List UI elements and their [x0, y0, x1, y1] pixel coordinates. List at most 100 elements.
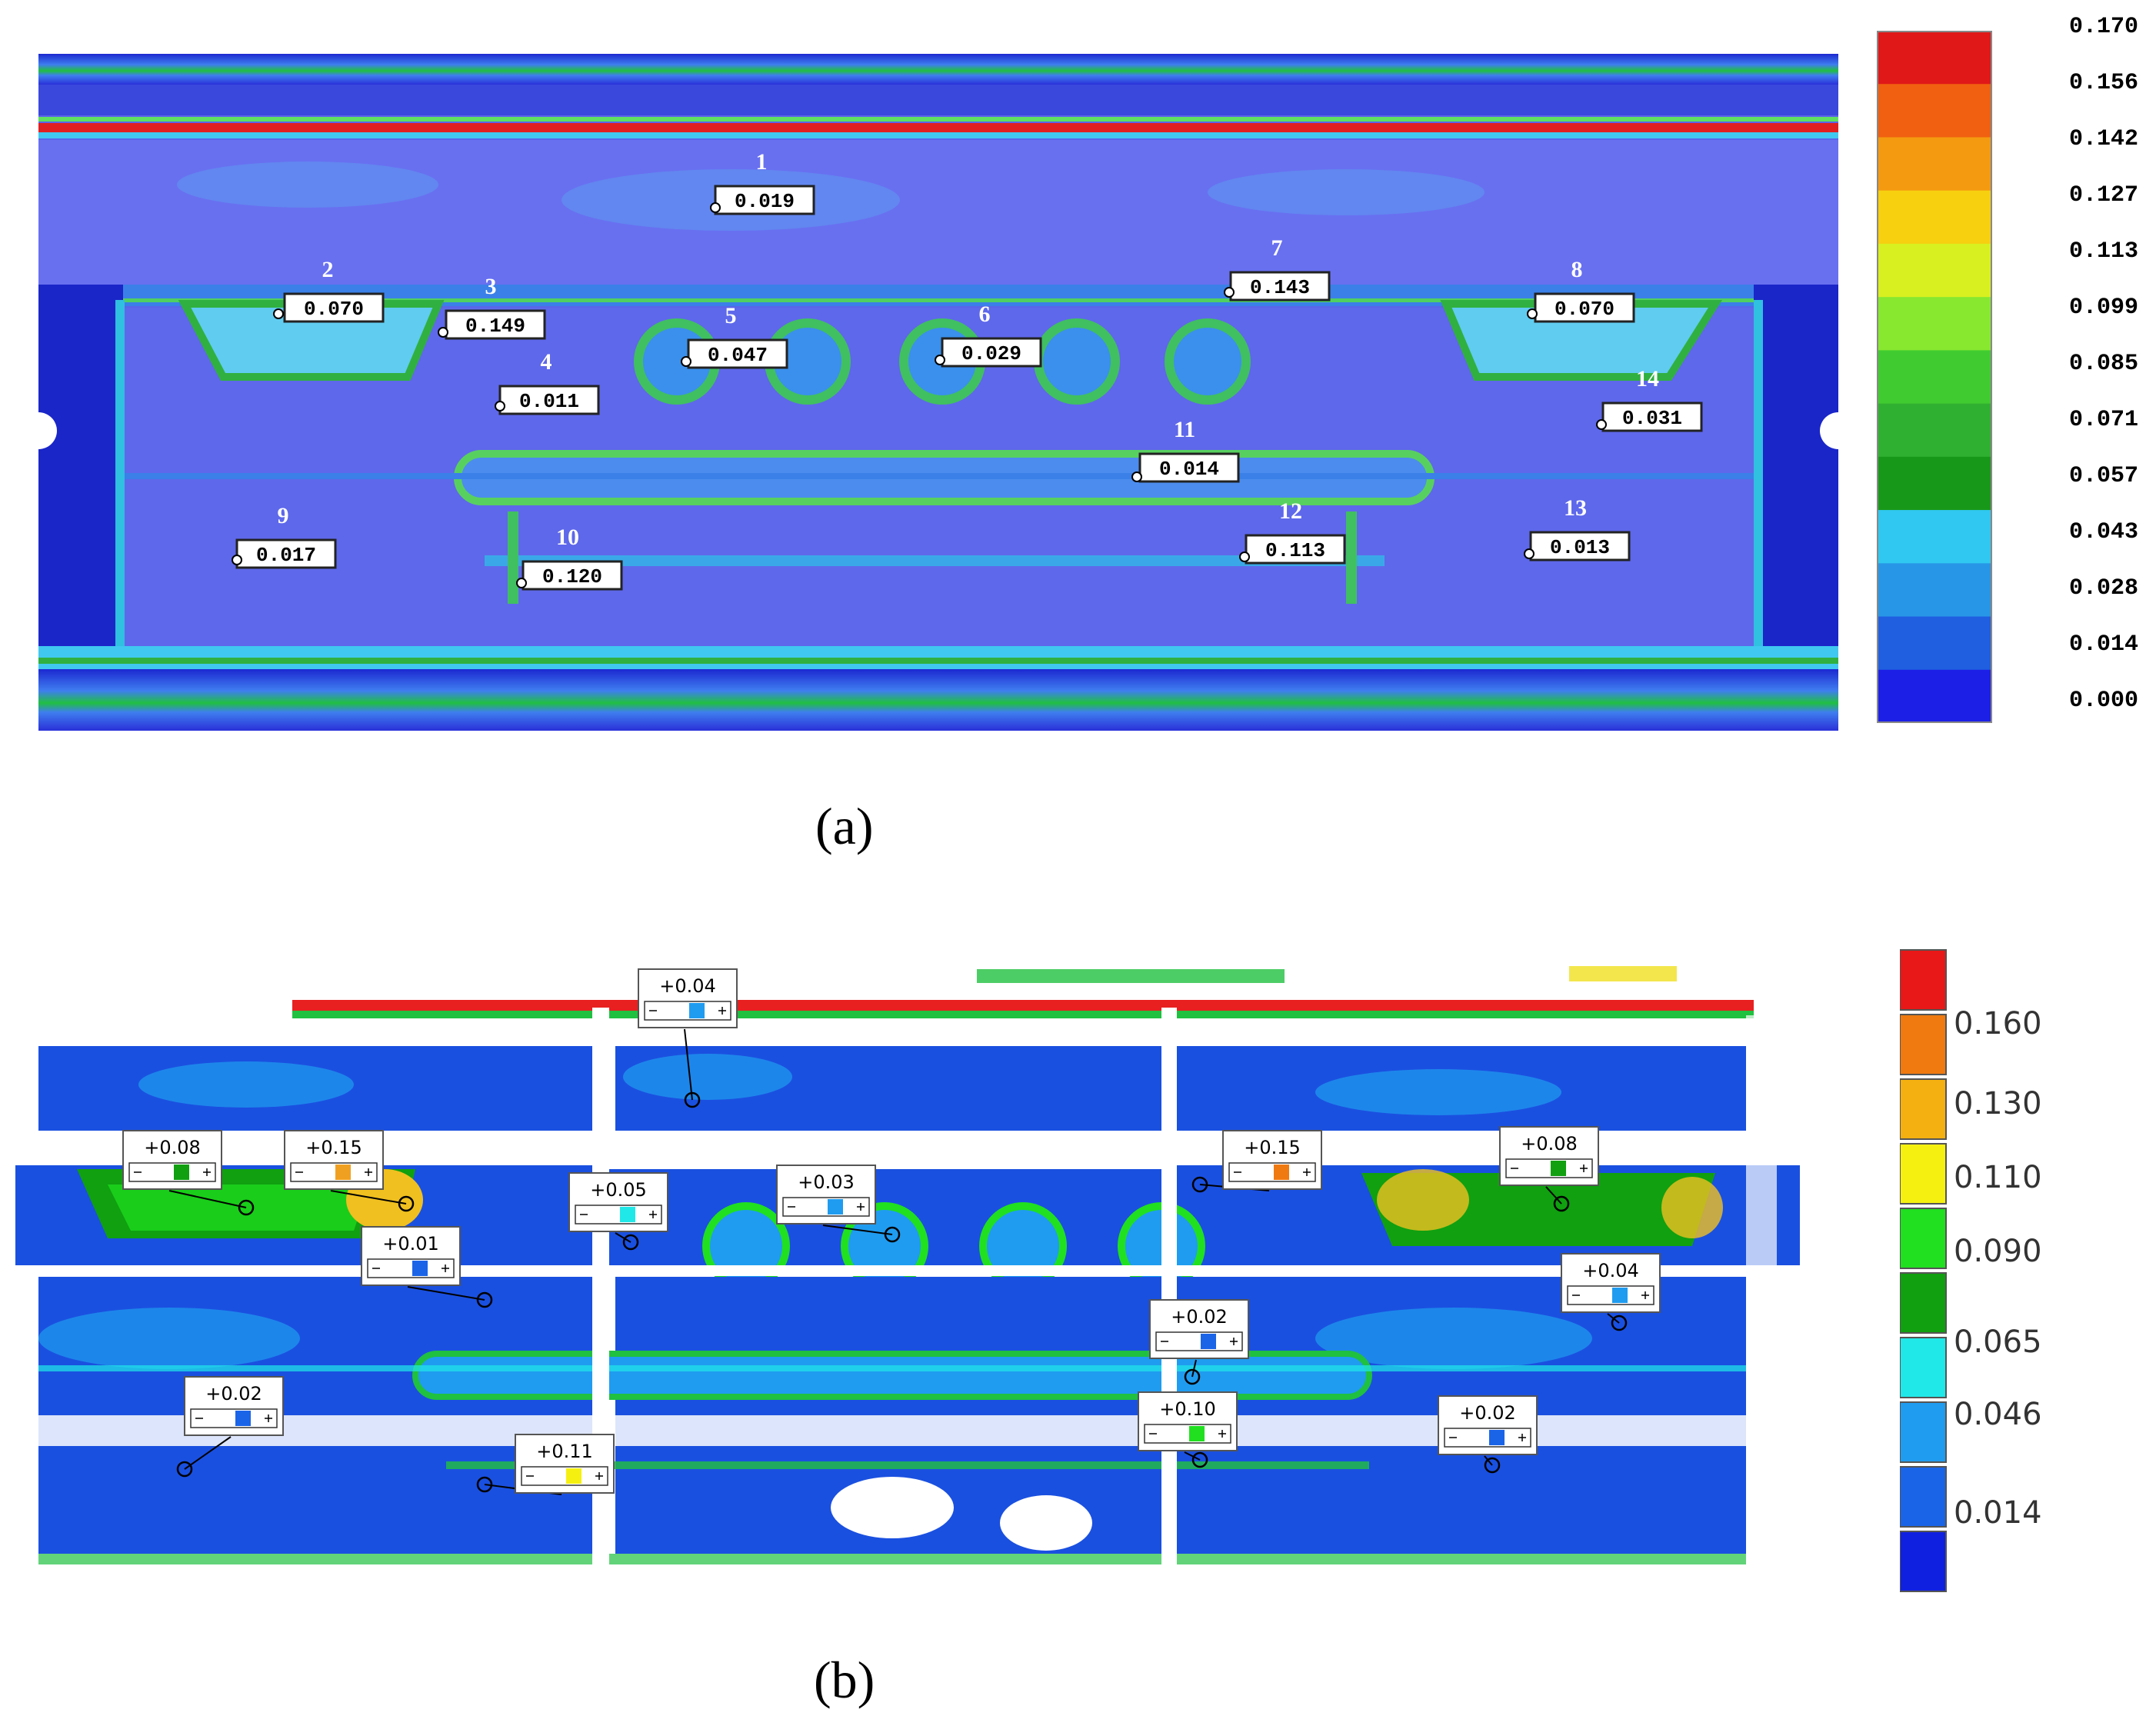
annotation-a-value: 0.029 — [961, 342, 1021, 365]
deviation-tag-leader — [184, 1436, 232, 1470]
annotation-a-value: 0.013 — [1550, 536, 1610, 559]
legend-a-swatch — [1877, 137, 1992, 192]
legend-a-label: 0.071 — [2068, 407, 2138, 433]
deviation-tag-value: +0.11 — [536, 1441, 593, 1462]
annotation-a-point-2: 20.070 — [273, 257, 385, 323]
legend-a-label: 0.099 — [2068, 295, 2138, 321]
legend-a-label: 0.014 — [2068, 631, 2138, 658]
legend-b-swatch — [1900, 1466, 1947, 1528]
deviation-tag-bar — [828, 1199, 843, 1215]
annotation-a-id: 5 — [725, 303, 737, 328]
deviation-tag-scale — [1567, 1285, 1654, 1305]
annotation-a-id: 9 — [278, 503, 289, 528]
annotation-a-marker — [1224, 287, 1235, 298]
annotation-a-box — [1601, 402, 1703, 432]
legend-a-label: 0.057 — [2068, 463, 2138, 489]
annotation-a-box — [1138, 452, 1240, 483]
deviation-tag-value: +0.15 — [305, 1137, 362, 1158]
annotation-a-marker — [1596, 419, 1607, 430]
deviation-tag: +0.08 — [1499, 1126, 1599, 1212]
scan-contour-panel: +0.04+0.08+0.15+0.05+0.03+0.15+0.08+0.01… — [15, 938, 1831, 1600]
legend-a-label: 0.127 — [2068, 182, 2138, 208]
annotation-a-marker — [1527, 308, 1538, 319]
deviation-tag: +0.10 — [1138, 1391, 1238, 1468]
deviation-tag: +0.15 — [1191, 1130, 1322, 1193]
deviation-tag-scale — [290, 1162, 378, 1182]
annotation-a-box — [522, 560, 623, 591]
annotation-a-value: 0.113 — [1265, 539, 1325, 562]
legend-a-swatch — [1877, 669, 1992, 723]
deviation-tag-leader — [168, 1190, 247, 1208]
annotation-a-id: 11 — [1174, 417, 1195, 442]
legend-b-label: 0.014 — [1954, 1495, 2042, 1531]
legend-a-swatch — [1877, 563, 1992, 618]
deviation-tag-marker — [1191, 1176, 1208, 1193]
deviation-tag: +0.08 — [122, 1130, 255, 1216]
annotation-a-point-5: 5 0.047 — [681, 303, 788, 369]
deviation-tag-value: +0.05 — [590, 1179, 647, 1201]
annotation-a-box — [1245, 534, 1346, 565]
legend-a-label: 0.085 — [2068, 351, 2138, 377]
scan-contour-image: +0.04+0.08+0.15+0.05+0.03+0.15+0.08+0.01… — [15, 938, 1831, 1600]
deviation-tag: +0.02 — [176, 1376, 284, 1478]
deviation-tag: +0.15 — [284, 1130, 415, 1212]
annotation-a-box — [687, 338, 788, 369]
annotation-a-point-9: 90.017 — [232, 503, 337, 569]
annotation-a-marker — [1131, 471, 1142, 482]
deviation-tag-value: +0.04 — [1582, 1260, 1639, 1281]
deviation-tag: +0.02 — [1149, 1299, 1249, 1385]
annotation-a-marker — [1524, 548, 1535, 559]
deviation-tag-value: +0.08 — [144, 1137, 201, 1158]
annotation-a-value: 0.149 — [465, 315, 525, 338]
annotation-a-value: 0.031 — [1622, 407, 1682, 430]
annotation-a-marker — [1239, 551, 1250, 562]
deviation-tag-marker — [176, 1461, 193, 1478]
deviation-tag-bar — [1189, 1426, 1205, 1441]
annotation-a-value: 0.047 — [708, 344, 768, 367]
deviation-tag-marker — [476, 1476, 493, 1493]
deviation-tag-scale — [1505, 1158, 1593, 1178]
deviation-tag-scale — [521, 1466, 608, 1486]
legend-b-swatch — [1900, 1208, 1947, 1269]
legend-b-label: 0.090 — [1954, 1234, 2042, 1269]
deviation-tag-value: +0.15 — [1244, 1137, 1301, 1158]
legend-b-swatches — [1900, 949, 1947, 1592]
deviation-tag-value: +0.03 — [798, 1171, 855, 1193]
annotation-a-box — [283, 292, 385, 323]
deviation-tag-marker — [238, 1199, 255, 1216]
annotation-a-point-11: 110.014 — [1131, 417, 1240, 483]
legend-b-labels: 0.160 0.130 0.110 0.090 0.065 0.046 0.01… — [1954, 948, 2092, 1594]
legend-a-swatch — [1877, 31, 1992, 85]
deviation-tag-marker — [684, 1091, 701, 1108]
deviation-tag: +0.04 — [638, 968, 738, 1108]
legend-b-label: 0.160 — [1954, 1006, 2042, 1041]
legend-b-label: 0.130 — [1954, 1086, 2042, 1121]
annotation-a-point-14: 140.031 — [1596, 366, 1703, 432]
legend-b-swatch — [1900, 1143, 1947, 1205]
deviation-tag: +0.03 — [776, 1165, 901, 1243]
deviation-tag-scale — [1144, 1424, 1231, 1444]
deviation-tag-leader — [1545, 1186, 1562, 1205]
deviation-tag-scale — [367, 1258, 455, 1278]
annotation-a-marker — [681, 356, 691, 367]
legend-a-swatch — [1877, 616, 1992, 671]
annotation-a-id: 12 — [1279, 498, 1302, 524]
annotation-a-marker — [495, 401, 505, 412]
deviation-tag-bar — [1612, 1288, 1628, 1303]
deviation-tag-bar — [620, 1207, 635, 1222]
deviation-tag-bar — [335, 1165, 351, 1180]
legend-a-label: 0.113 — [2068, 238, 2138, 265]
deviation-tag-scale — [644, 1001, 731, 1021]
deviation-tag-value: +0.02 — [1459, 1402, 1516, 1424]
deviation-tag-leader — [615, 1232, 631, 1243]
caption-a: (a) — [815, 797, 874, 855]
legend-a-swatch — [1877, 190, 1992, 245]
deviation-tag-bar — [1274, 1165, 1289, 1180]
legend-a-label: 0.028 — [2068, 575, 2138, 601]
annotation-a-value: 0.120 — [542, 565, 602, 588]
deviation-tag-scale — [575, 1205, 662, 1225]
deviation-tag: +0.02 — [1438, 1395, 1538, 1474]
deviation-tag-scale — [782, 1197, 870, 1217]
deviation-tag-leader — [1191, 1359, 1197, 1378]
